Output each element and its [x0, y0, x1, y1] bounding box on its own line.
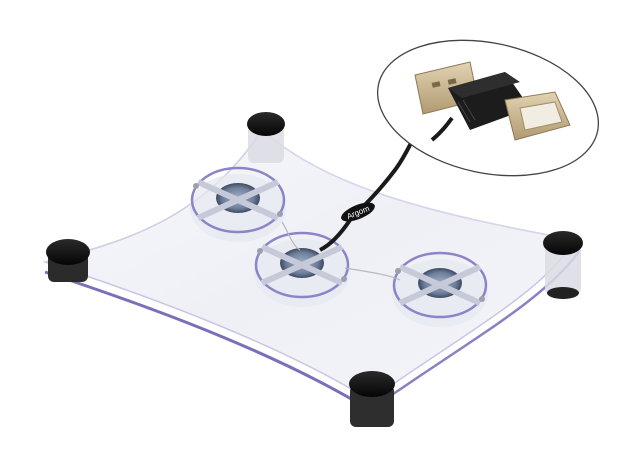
- foot-icon: [46, 239, 90, 282]
- foot-icon: [349, 371, 395, 427]
- foot-icon: [247, 112, 285, 163]
- fan-icon: [254, 231, 350, 307]
- fan-icon: [392, 251, 488, 327]
- usb-adapter-inset: [376, 39, 600, 177]
- foot-icon: [543, 231, 583, 299]
- fan-icon: [190, 166, 286, 242]
